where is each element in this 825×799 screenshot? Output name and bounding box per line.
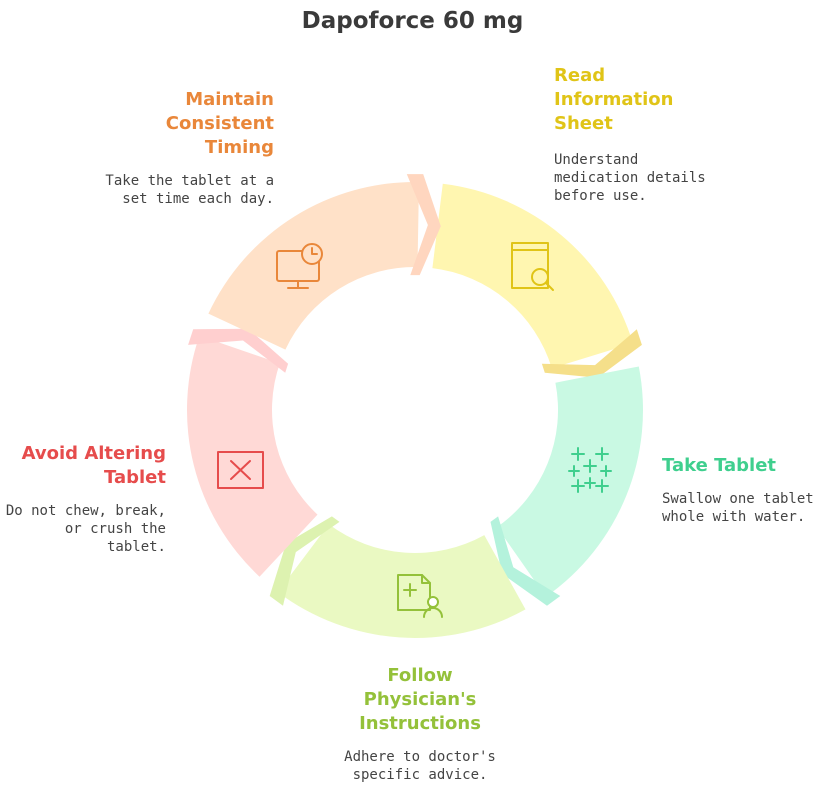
ring-segment-follow-connector [269, 516, 340, 606]
sparkles-grid-icon [568, 447, 612, 493]
ring-segment-take-connector [490, 516, 561, 606]
ring-segment-take [497, 366, 643, 597]
ring-segment-read-connector [541, 329, 642, 378]
step-timing-title: Maintain Consistent Timing [165, 89, 274, 158]
ring-segment-timing [208, 181, 419, 350]
x-box-icon [217, 451, 264, 489]
document-search-icon [511, 242, 554, 291]
step-avoid-description: Do not chew, break, or crush the tablet. [5, 503, 166, 555]
step-take-title: Take Tablet [662, 455, 777, 476]
step-timing-description: Take the tablet at a set time each day. [105, 173, 274, 207]
cycle-ring [187, 174, 643, 638]
ring-segment-follow [277, 524, 526, 638]
step-follow-description: Adhere to doctor's specific advice. [344, 749, 496, 783]
ring-segment-avoid-connector [188, 328, 289, 373]
monitor-clock-icon [276, 243, 323, 289]
step-take-description: Swallow one tablet whole with water. [662, 491, 814, 525]
ring-segment-avoid [187, 335, 318, 577]
step-follow-title: Follow Physician's Instructions [359, 665, 481, 734]
step-read-description: Understand medication details before use… [554, 152, 706, 204]
ring-segment-timing-connector [406, 174, 441, 276]
step-read-title: Read Information Sheet [554, 65, 674, 134]
diagram-title: Dapoforce 60 mg [301, 8, 524, 34]
step-avoid-title: Avoid Altering Tablet [21, 443, 166, 488]
medical-file-person-icon [397, 574, 443, 618]
